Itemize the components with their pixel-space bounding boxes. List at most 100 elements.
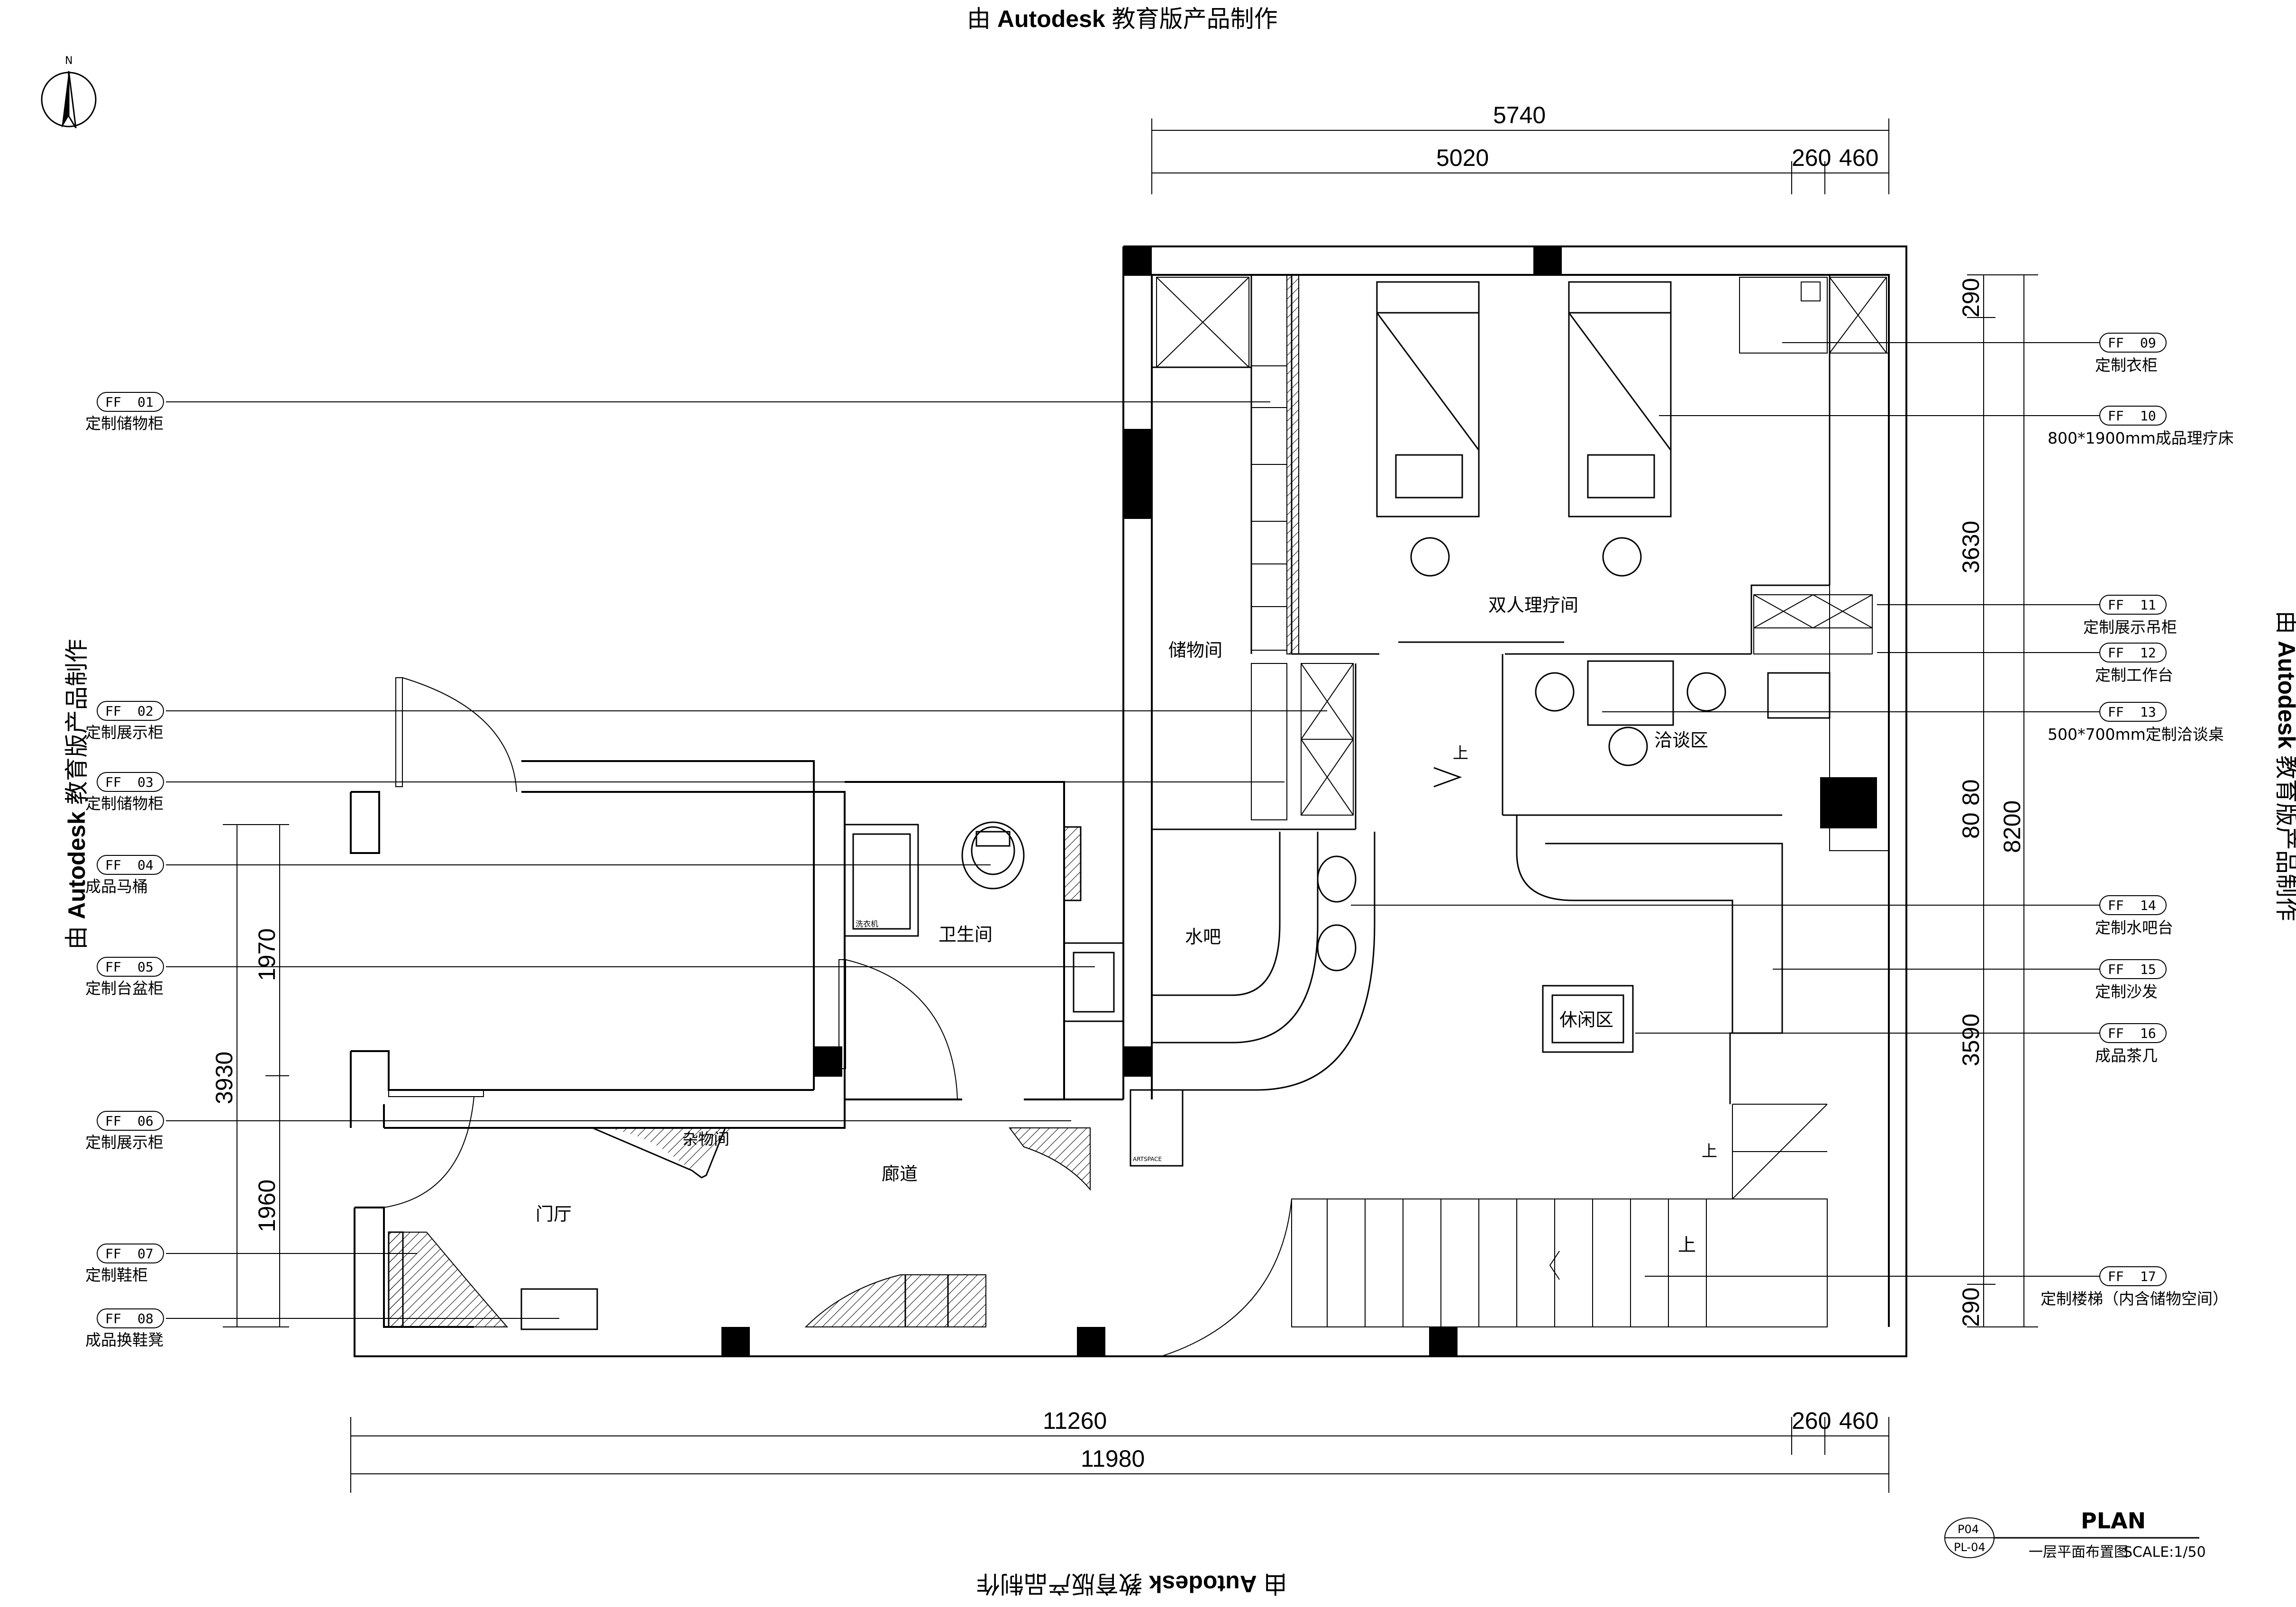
callout-code: 13 xyxy=(2140,704,2156,720)
title-block: P04 PL-04 PLAN 一层平面布置图 SCALE:1/50 xyxy=(1944,1508,2206,1561)
callout-text: 定制储物柜 xyxy=(85,794,164,813)
dim-bottom-a: 11260 xyxy=(1043,1407,1107,1434)
dim-right-b: 3630 xyxy=(1958,521,1984,573)
dim-right-a: 290 xyxy=(1958,278,1984,318)
callout-ff05: FF 05 定制台盆柜 xyxy=(85,957,164,998)
callout-text: 成品马桶 xyxy=(85,877,148,896)
callout-code: 12 xyxy=(2140,645,2156,661)
dim-bottom-c: 460 xyxy=(1839,1407,1878,1434)
left-callouts: FF 01 定制储物柜 FF 02 定制展示柜 FF 03 定制储物柜 FF 0… xyxy=(85,392,164,1349)
wardrobe xyxy=(1739,277,1889,851)
dimension-lines xyxy=(223,118,2038,1493)
callout-prefix: FF xyxy=(105,703,121,719)
callout-ff06: FF 06 定制展示柜 xyxy=(85,1111,164,1152)
callout-code: 17 xyxy=(2140,1269,2156,1284)
callout-ff13: FF 13 500*700mm定制洽谈桌 xyxy=(2048,702,2224,744)
callout-ff11: FF 11 定制展示吊柜 xyxy=(2083,595,2177,636)
up-label-3: 上 xyxy=(1678,1235,1696,1255)
callout-code: 14 xyxy=(2140,898,2156,913)
north-arrow-icon: N xyxy=(41,55,97,128)
callout-code: 05 xyxy=(137,959,154,975)
callout-text: 定制储物柜 xyxy=(85,414,164,433)
callout-ff09: FF 09 定制衣柜 xyxy=(2095,333,2167,374)
dim-left-a: 1970 xyxy=(254,928,280,981)
room-corridor: 廊道 xyxy=(882,1163,918,1184)
callout-text: 定制工作台 xyxy=(2095,666,2173,684)
dim-bottom-b: 260 xyxy=(1792,1407,1831,1434)
callout-prefix: FF xyxy=(105,1113,121,1129)
room-foyer: 门厅 xyxy=(536,1204,572,1225)
callout-text: 定制沙发 xyxy=(2095,982,2158,1001)
north-label: N xyxy=(65,55,73,67)
callout-text: 800*1900mm成品理疗床 xyxy=(2048,429,2234,447)
callout-text: 定制楼梯（内含储物空间） xyxy=(2041,1289,2228,1308)
stairs xyxy=(1161,1104,1828,1357)
callout-code: 15 xyxy=(2140,962,2156,977)
sofa xyxy=(1516,815,1783,1104)
callout-ff17: FF 17 定制楼梯（内含储物空间） xyxy=(2041,1266,2228,1308)
dim-left-total: 3930 xyxy=(211,1052,237,1104)
callout-prefix: FF xyxy=(105,774,121,790)
callout-code: 02 xyxy=(137,703,154,719)
callout-prefix: FF xyxy=(2108,898,2124,913)
callout-ff14: FF 14 定制水吧台 xyxy=(2095,895,2173,937)
room-double-treatment: 双人理疗间 xyxy=(1488,595,1578,616)
callout-prefix: FF xyxy=(2108,408,2124,424)
callout-prefix: FF xyxy=(2108,1269,2124,1284)
callout-text: 定制水吧台 xyxy=(2095,918,2173,937)
callout-code: 08 xyxy=(137,1311,154,1326)
callout-ff01: FF 01 定制储物柜 xyxy=(85,392,164,433)
callout-ff02: FF 02 定制展示柜 xyxy=(85,701,164,742)
callout-code: 07 xyxy=(137,1246,154,1262)
dim-top-total: 5740 xyxy=(1493,102,1546,128)
partitions xyxy=(1152,275,1831,830)
watermark-suffix: 教育版产品制作 xyxy=(1112,6,1278,32)
callout-prefix: FF xyxy=(105,959,121,975)
foyer-corridor xyxy=(388,1089,1184,1330)
negotiation-table xyxy=(1433,660,1831,788)
callout-ff10: FF 10 800*1900mm成品理疗床 xyxy=(2048,406,2234,447)
callout-code: 09 xyxy=(2140,335,2156,351)
callout-code: 06 xyxy=(137,1113,154,1129)
up-label-1: 上 xyxy=(1453,744,1468,762)
callout-ff08: FF 08 成品换鞋凳 xyxy=(85,1308,164,1349)
right-callouts: FF 09 定制衣柜 FF 10 800*1900mm成品理疗床 FF 11 定… xyxy=(2041,333,2234,1308)
callout-ff12: FF 12 定制工作台 xyxy=(2095,643,2173,684)
callout-code: 03 xyxy=(137,774,154,790)
watermark-brand: Autodesk xyxy=(997,6,1105,32)
sheet-number: P04 xyxy=(1958,1523,1979,1536)
callout-text: 成品茶几 xyxy=(2095,1046,2158,1065)
watermark-prefix: 由 xyxy=(967,6,991,32)
callout-text: 成品换鞋凳 xyxy=(85,1331,164,1349)
callout-prefix: FF xyxy=(2108,962,2124,977)
dim-right-f: 290 xyxy=(1958,1288,1984,1327)
up-label-2: 上 xyxy=(1702,1142,1717,1160)
dim-bottom-total: 11980 xyxy=(1081,1445,1145,1472)
callout-text: 定制展示吊柜 xyxy=(2083,618,2177,636)
callout-prefix: FF xyxy=(105,1311,121,1326)
dim-right-c: 80 xyxy=(1958,812,1984,839)
dim-right-total: 8200 xyxy=(1999,800,2025,853)
water-bar xyxy=(1152,832,1376,1091)
drawing-name: 一层平面布置图 xyxy=(2029,1544,2128,1561)
dim-top-a: 5020 xyxy=(1436,145,1489,171)
plan-title: PLAN xyxy=(2081,1508,2146,1534)
artspace-label: ARTSPACE xyxy=(1133,1156,1162,1162)
callout-text: 定制台盆柜 xyxy=(85,979,164,998)
workbench xyxy=(1753,594,1873,654)
dim-right-e: 3590 xyxy=(1958,1014,1984,1066)
dimension-text: 5740 5020 260 460 11260 260 460 11980 29… xyxy=(211,102,2025,1472)
callout-prefix: FF xyxy=(2108,704,2124,720)
callout-text: 定制展示柜 xyxy=(85,1133,164,1152)
callout-code: 04 xyxy=(137,857,154,873)
callout-text: 500*700mm定制洽谈桌 xyxy=(2048,725,2224,744)
dim-top-b: 260 xyxy=(1792,145,1831,171)
room-labels: 储物间 双人理疗间 洽谈区 水吧 卫生间 休闲区 杂物间 廊道 门厅 洗衣机 A… xyxy=(536,595,1717,1255)
callout-ff15: FF 15 定制沙发 xyxy=(2095,959,2167,1001)
callout-prefix: FF xyxy=(105,857,121,873)
callout-prefix: FF xyxy=(2108,1026,2124,1041)
washer-label: 洗衣机 xyxy=(856,919,878,928)
callout-ff03: FF 03 定制储物柜 xyxy=(85,772,164,813)
callout-code: 01 xyxy=(137,394,154,410)
